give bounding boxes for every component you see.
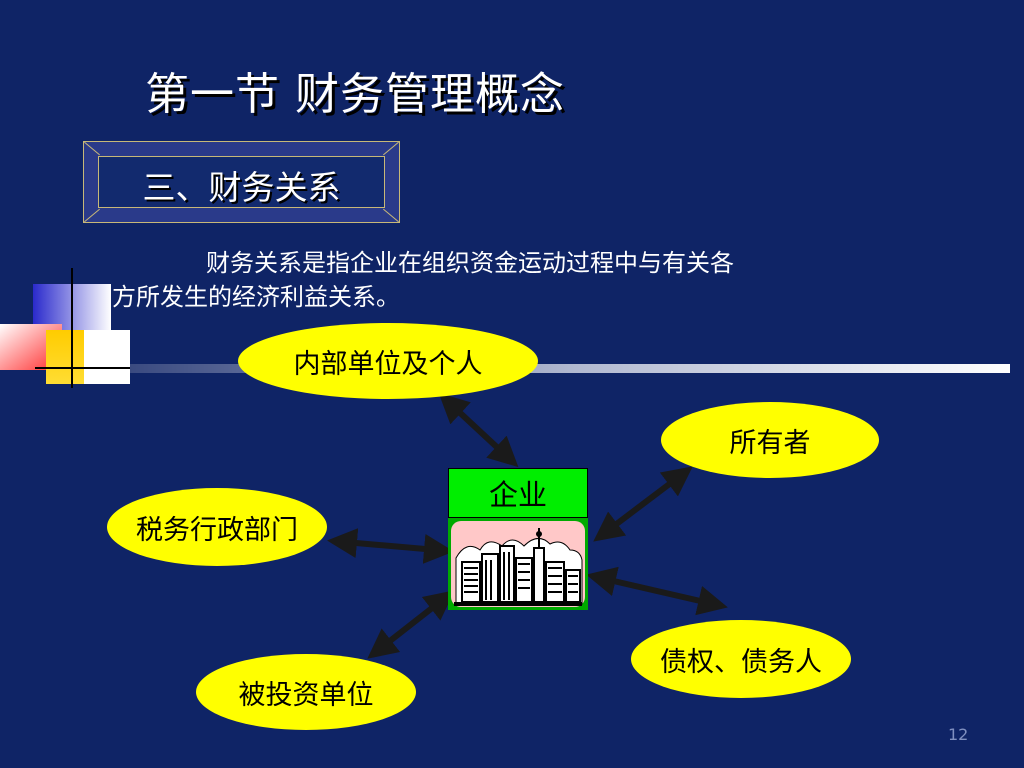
arrow-investee <box>367 590 455 659</box>
section-label: 三、财务关系 <box>142 168 341 207</box>
arrow-internal <box>438 392 519 468</box>
node-internal-label: 内部单位及个人 <box>293 348 483 380</box>
section-box: 三、财务关系 <box>83 141 400 223</box>
node-owner-label: 所有者 <box>729 427 811 459</box>
node-investee-label: 被投资单位 <box>238 679 374 711</box>
node-tax: 税务行政部门 <box>107 488 327 566</box>
definition-paragraph: 财务关系是指企业在组织资金运动过程中与有关各 方所发生的经济利益关系。 <box>112 246 942 314</box>
center-enterprise-label: 企业 <box>448 468 588 518</box>
paragraph-line-2: 方所发生的经济利益关系。 <box>112 283 400 311</box>
city-buildings-icon <box>448 518 588 610</box>
horizontal-rule <box>130 364 1010 373</box>
slide-title: 第一节 财务管理概念 <box>145 69 565 120</box>
node-investee: 被投资单位 <box>196 654 416 730</box>
arrow-owner <box>593 466 693 542</box>
node-internal: 内部单位及个人 <box>238 323 538 399</box>
decorative-blocks <box>0 268 140 388</box>
arrow-tax <box>327 528 454 564</box>
page-number: 12 <box>948 725 969 744</box>
node-tax-label: 税务行政部门 <box>136 514 298 546</box>
paragraph-line-1: 财务关系是指企业在组织资金运动过程中与有关各 <box>206 249 734 277</box>
arrow-creditor <box>586 566 728 616</box>
node-creditor: 债权、债务人 <box>631 620 851 698</box>
section-inner-frame: 三、财务关系 <box>98 156 385 208</box>
node-creditor-label: 债权、债务人 <box>660 646 822 678</box>
node-owner: 所有者 <box>661 402 879 478</box>
